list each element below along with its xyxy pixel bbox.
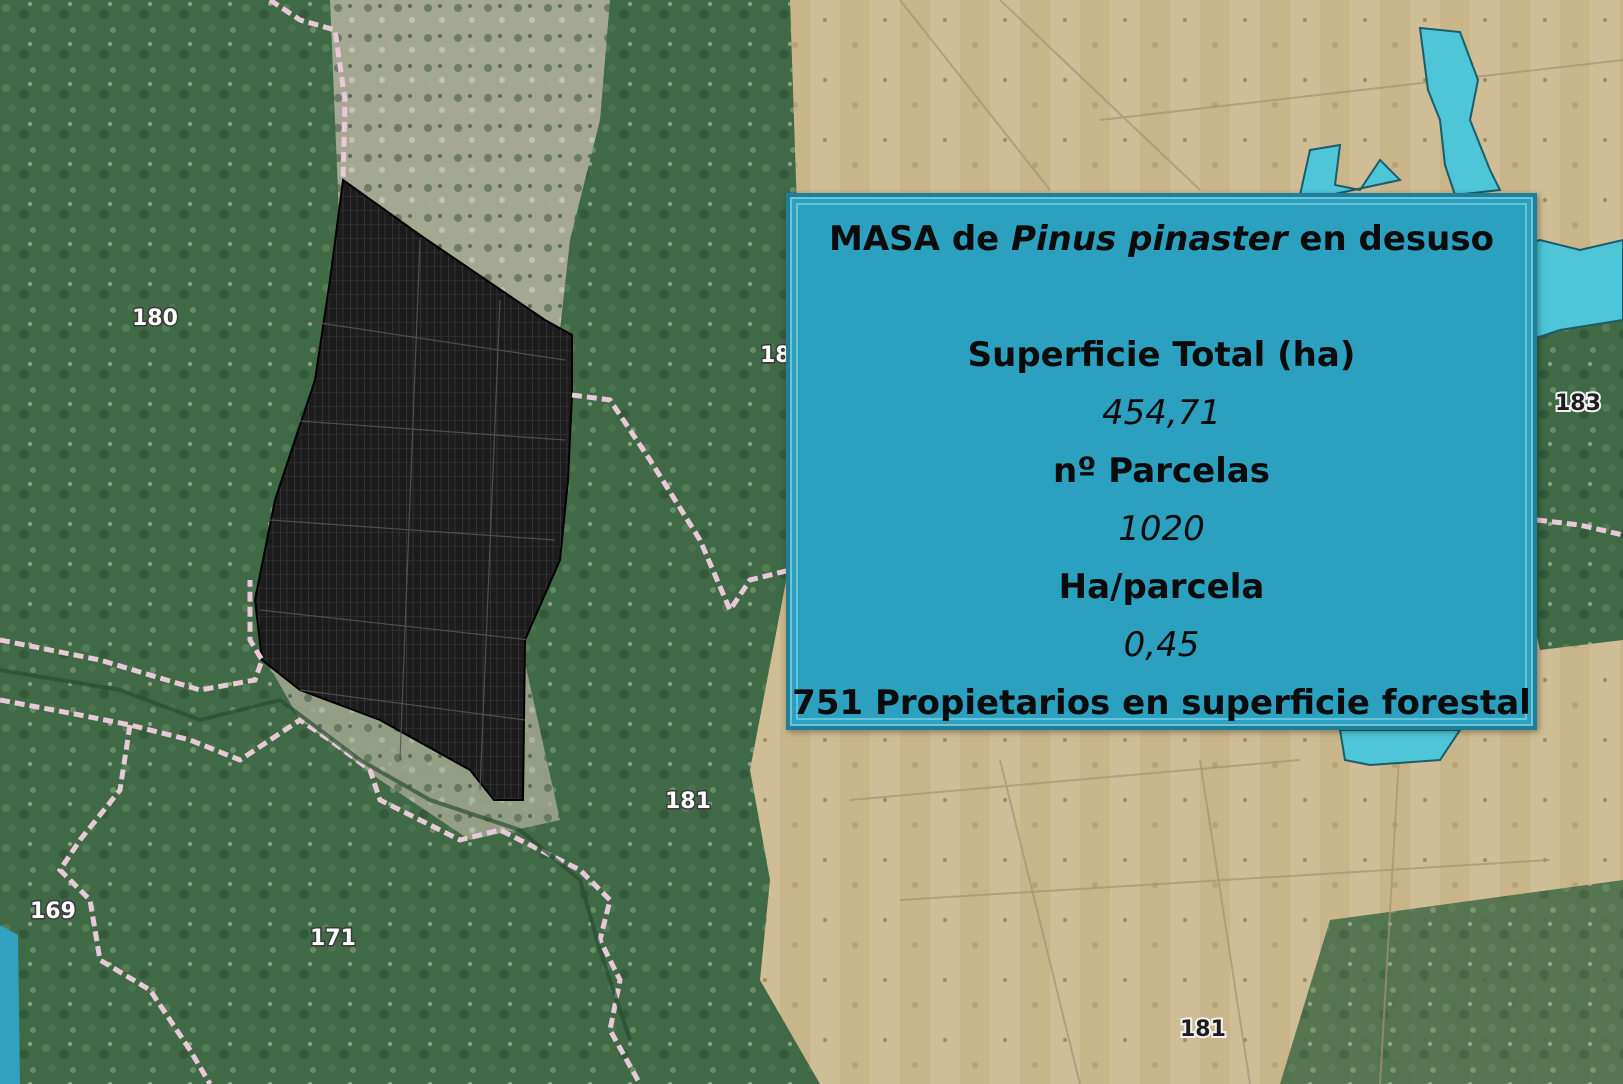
forest-strip-east (1510, 250, 1623, 650)
info-title: MASA de Pinus pinaster en desuso (790, 219, 1533, 259)
ha-per-parcel-label: Ha/parcela (1058, 567, 1265, 607)
ha-per-parcel-value: 0,45 (1123, 625, 1200, 665)
forest-patch-southeast (1280, 880, 1623, 1084)
parcel-divisions (259, 239, 566, 791)
river-line (0, 668, 632, 1041)
parcels-label: nº Parcelas (1053, 451, 1270, 491)
info-box-frame (796, 203, 1527, 720)
info-title-suffix: en desuso (1299, 219, 1494, 259)
owners-text: 751 Propietarios en superficie forestal (792, 683, 1531, 723)
left-edge-decoration (0, 925, 20, 1084)
info-title-prefix: MASA de (829, 219, 1000, 259)
water-body-north (1418, 26, 1502, 197)
plot-label-171: 171 (310, 926, 356, 951)
surface-value: 454,71 (1102, 393, 1221, 433)
field-lines (849, 0, 1623, 1084)
water-body-south (1338, 729, 1462, 767)
parcels-value: 1020 (1118, 509, 1205, 549)
pinus-pinaster-parcel-mass[interactable] (253, 178, 573, 801)
plot-label-181-south: 181 (1180, 1017, 1226, 1042)
plot-label-181-north: 181 (665, 789, 711, 814)
plot-label-183: 183 (1555, 391, 1601, 416)
info-title-species: Pinus pinaster (1011, 219, 1288, 259)
parcel-info-box: MASA de Pinus pinaster en desuso Superfi… (786, 193, 1537, 730)
surface-label: Superficie Total (ha) (967, 335, 1356, 375)
plot-label-169: 169 (30, 899, 76, 924)
plot-label-180: 180 (132, 306, 178, 331)
